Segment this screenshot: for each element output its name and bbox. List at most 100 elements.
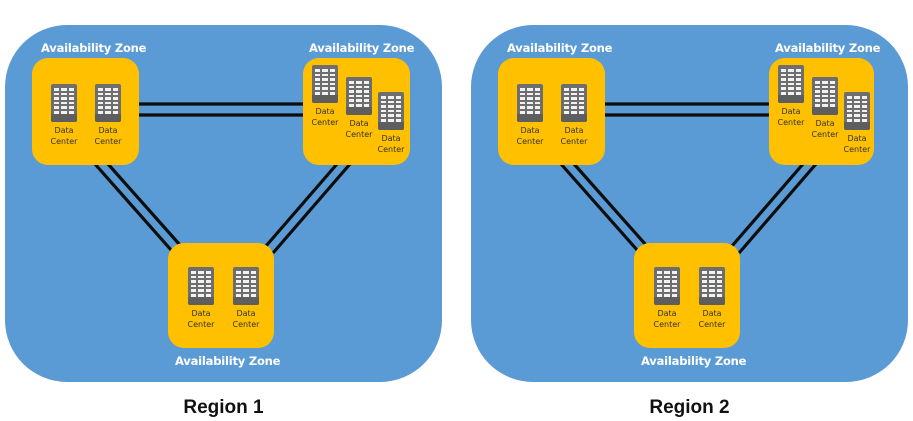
server-slot bbox=[716, 289, 722, 292]
server-slot bbox=[191, 275, 197, 279]
server-slot bbox=[236, 293, 242, 297]
server-slot bbox=[657, 293, 663, 297]
server-slot bbox=[847, 109, 853, 113]
server-slot bbox=[198, 280, 204, 283]
server-slot bbox=[822, 81, 828, 84]
server-slot bbox=[381, 118, 387, 122]
server-slot bbox=[54, 101, 60, 105]
server-slot bbox=[54, 110, 60, 114]
server-slot bbox=[578, 110, 584, 114]
data-center-label: Center bbox=[345, 130, 373, 139]
server-slot bbox=[861, 109, 867, 113]
server-slot bbox=[657, 284, 663, 288]
server-slot bbox=[702, 284, 708, 288]
server-slot bbox=[520, 92, 526, 96]
server-slot bbox=[822, 99, 828, 102]
server-slot bbox=[534, 106, 540, 109]
server-slot bbox=[105, 110, 111, 114]
zone-title: Availability Zone bbox=[309, 41, 415, 55]
data-center-label: Center bbox=[232, 320, 260, 329]
server-icon bbox=[654, 267, 680, 305]
server-slot bbox=[388, 100, 394, 104]
server-slot bbox=[534, 88, 540, 91]
server-slot bbox=[356, 81, 362, 84]
server-slot bbox=[664, 271, 670, 274]
server-slot bbox=[381, 114, 387, 117]
server-slot bbox=[822, 90, 828, 93]
server-slot bbox=[534, 97, 540, 100]
server-slot bbox=[61, 97, 67, 100]
zone-title: Availability Zone bbox=[41, 41, 147, 55]
server-slot bbox=[191, 289, 197, 292]
server-slot bbox=[671, 275, 677, 279]
server-slot bbox=[388, 114, 394, 117]
server-slot bbox=[349, 81, 355, 84]
server-slot bbox=[250, 275, 256, 279]
server-slot bbox=[322, 91, 328, 95]
server-slot bbox=[363, 99, 369, 102]
server-slot bbox=[236, 280, 242, 283]
server-slot bbox=[356, 90, 362, 93]
server-slot bbox=[527, 92, 533, 96]
server-slot bbox=[68, 101, 74, 105]
data-center-label: Data bbox=[815, 119, 835, 128]
data-center-label: Center bbox=[50, 137, 78, 146]
server-slot bbox=[315, 78, 321, 81]
data-center-label: Data bbox=[781, 107, 801, 116]
server-slot bbox=[671, 293, 677, 297]
server-slot bbox=[98, 106, 104, 109]
data-center-label: Center bbox=[187, 320, 215, 329]
data-center-label: Center bbox=[811, 130, 839, 139]
server-slot bbox=[363, 103, 369, 107]
server-slot bbox=[795, 69, 801, 72]
server-slot bbox=[322, 69, 328, 72]
server-slot bbox=[105, 97, 111, 100]
server-slot bbox=[795, 78, 801, 81]
server-slot bbox=[781, 78, 787, 81]
server-slot bbox=[578, 106, 584, 109]
server-slot bbox=[578, 97, 584, 100]
server-icon bbox=[378, 92, 404, 130]
server-slot bbox=[356, 94, 362, 98]
server-icon bbox=[812, 77, 838, 115]
server-slot bbox=[322, 87, 328, 90]
server-slot bbox=[847, 114, 853, 117]
availability-zone bbox=[498, 58, 605, 165]
server-slot bbox=[198, 289, 204, 292]
server-slot bbox=[205, 289, 211, 292]
server-slot bbox=[329, 73, 335, 77]
server-slot bbox=[847, 100, 853, 104]
server-slot bbox=[198, 293, 204, 297]
data-center-label: Data bbox=[315, 107, 335, 116]
server-slot bbox=[61, 101, 67, 105]
server-slot bbox=[671, 280, 677, 283]
server-slot bbox=[716, 293, 722, 297]
server-slot bbox=[716, 275, 722, 279]
server-slot bbox=[349, 103, 355, 107]
server-slot bbox=[815, 90, 821, 93]
zone-title: Availability Zone bbox=[507, 41, 613, 55]
server-slot bbox=[671, 271, 677, 274]
server-slot bbox=[243, 289, 249, 292]
server-slot bbox=[112, 92, 118, 96]
server-slot bbox=[664, 284, 670, 288]
server-slot bbox=[716, 271, 722, 274]
server-slot bbox=[105, 101, 111, 105]
server-slot bbox=[788, 91, 794, 95]
server-slot bbox=[781, 69, 787, 72]
server-slot bbox=[854, 109, 860, 113]
server-slot bbox=[702, 275, 708, 279]
data-center-label: Center bbox=[560, 137, 588, 146]
server-slot bbox=[98, 92, 104, 96]
server-slot bbox=[564, 101, 570, 105]
server-slot bbox=[191, 280, 197, 283]
data-center-label: Data bbox=[520, 126, 540, 135]
server-slot bbox=[112, 88, 118, 91]
server-slot bbox=[395, 100, 401, 104]
server-slot bbox=[349, 99, 355, 102]
server-slot bbox=[395, 105, 401, 108]
